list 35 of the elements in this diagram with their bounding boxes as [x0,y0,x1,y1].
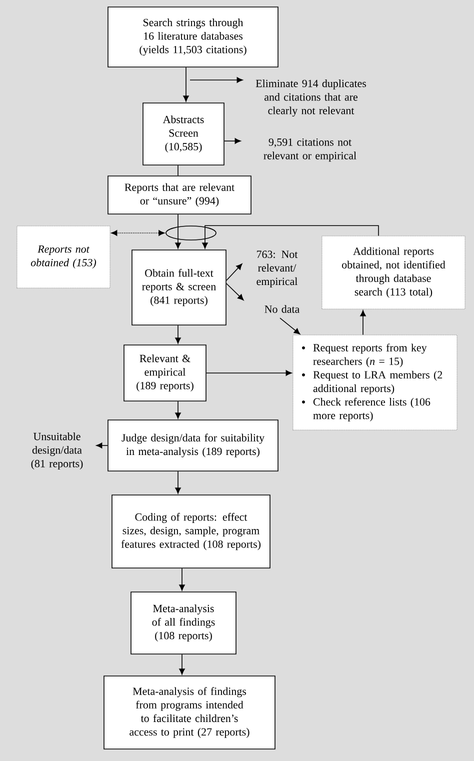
process-box: Obtain full-text reports & screen (841 reports) [132,250,226,326]
process-box: Meta-analysis of findings from programs intended to facilitate children’s access to print (27 reports) [104,676,276,750]
note-text: Unsuitable design/data (81 reports) [31,432,83,470]
arrow [96,442,108,448]
dotted-box: Additional reports obtained, not identified through database search (113 total) [322,236,466,310]
arrow [175,471,181,494]
process-box: Reports that are relevant or “unsure” (994) [108,176,252,214]
arrow [226,283,244,300]
process-box: Judge design/data for suitability in meta-analysis (189 reports) [108,420,278,472]
arrow [224,138,241,144]
arrow [202,225,379,249]
process-box: Relevant & empirical (189 reports) [124,344,206,402]
arrow [280,318,300,334]
arrow [226,264,242,281]
bullet-list-box: Request reports from key researchers (n = 15) Request to LRA members (2 additional reports) Check reference lists (106 more reports) [292,334,458,430]
note-text: No data [264,305,300,313]
arrow [111,230,165,236]
process-box: Coding of reports: effect sizes, design, sample, program features extracted (108 reports) [112,494,270,568]
process-box: Search strings through 16 literature databases (yields 11,503 citations) [108,6,278,68]
arrow [175,401,181,419]
ellipse [166,226,216,240]
arrow [179,654,185,675]
note-text: Eliminate 914 duplicates and citations that are clearly not relevant [256,79,366,117]
note-text: 9,591 citations not relevant or empirical [264,138,356,162]
dotted-box: Reports not obtained (153) [16,226,110,288]
arrow [183,67,189,102]
arrow [175,325,181,344]
process-box: Abstracts Screen (10,585) [142,102,224,166]
arrow [179,568,185,591]
arrow [360,310,366,336]
arrow [190,77,243,83]
note-text: 763: Not relevant/ empirical [256,250,298,288]
arrow [206,370,292,376]
process-box: Meta-analysis of all findings (108 reports) [130,592,236,654]
arrow [175,214,181,249]
